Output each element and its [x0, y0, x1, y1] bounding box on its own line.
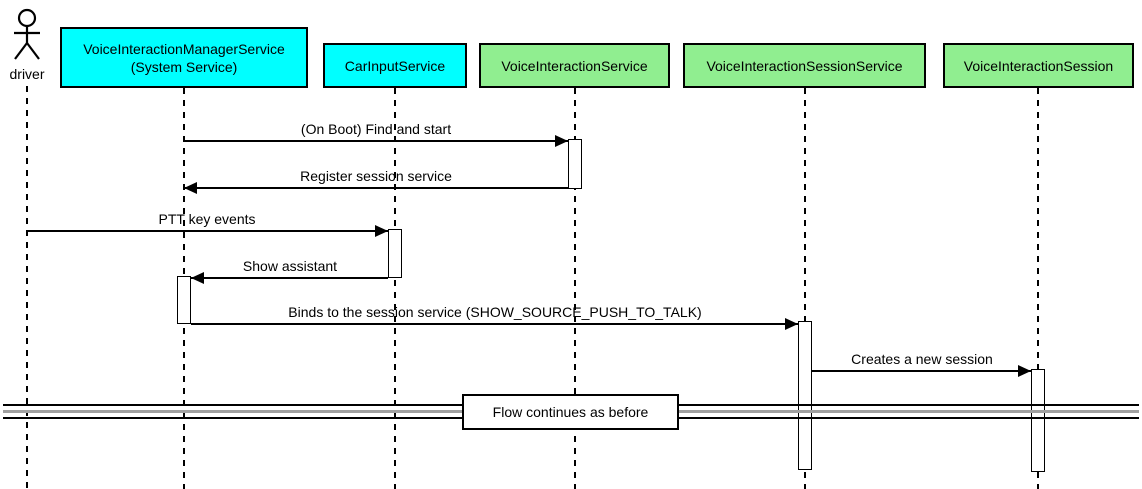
- participant-voiceinteractionmanagerservice: VoiceInteractionManagerService (System S…: [60, 27, 308, 88]
- message-line: [184, 187, 568, 189]
- message-label: Show assistant: [242, 258, 338, 274]
- participant-voiceinteractionservice: VoiceInteractionService: [479, 43, 670, 88]
- arrowhead-right-icon: [555, 135, 568, 147]
- message-label: Binds to the session service (SHOW_SOURC…: [288, 304, 702, 320]
- activation-voiceinteractionsession: [1031, 369, 1045, 472]
- message-line: [191, 277, 388, 279]
- activation-voiceinteractionmanagerservice: [177, 276, 191, 324]
- participant-voiceinteractionsessionservice: VoiceInteractionSessionService: [683, 43, 926, 88]
- message-line: [812, 370, 1031, 372]
- activation-carinputservice: [388, 229, 402, 278]
- arrowhead-left-icon: [191, 272, 204, 284]
- participant-voiceinteractionsession: VoiceInteractionSession: [943, 43, 1134, 88]
- lifeline-voiceinteractionsessionservice: [804, 88, 806, 489]
- message-label: Creates a new session: [851, 351, 993, 367]
- actor-stick-figure-icon: [14, 8, 40, 60]
- arrowhead-right-icon: [375, 225, 388, 237]
- activation-voiceinteractionservice: [568, 139, 582, 189]
- message-label: PTT key events: [158, 211, 256, 227]
- lifeline-voiceinteractionsession: [1037, 88, 1039, 489]
- lifeline-voiceinteractionservice: [574, 88, 576, 489]
- message-line: [184, 140, 568, 142]
- message-label: Register session service: [300, 168, 452, 184]
- lifeline-carinputservice: [394, 88, 396, 489]
- activation-voiceinteractionsessionservice: [798, 321, 812, 470]
- arrowhead-right-icon: [785, 318, 798, 330]
- arrowhead-left-icon: [184, 182, 197, 194]
- arrowhead-right-icon: [1018, 365, 1031, 377]
- message-line: [191, 323, 798, 325]
- lifeline-driver: [26, 86, 28, 489]
- message-label: (On Boot) Find and start: [300, 121, 452, 137]
- message-line: [27, 230, 388, 232]
- divider-label-box: Flow continues as before: [462, 394, 679, 430]
- participant-carinputservice: CarInputService: [323, 43, 467, 88]
- actor-label: driver: [9, 66, 45, 82]
